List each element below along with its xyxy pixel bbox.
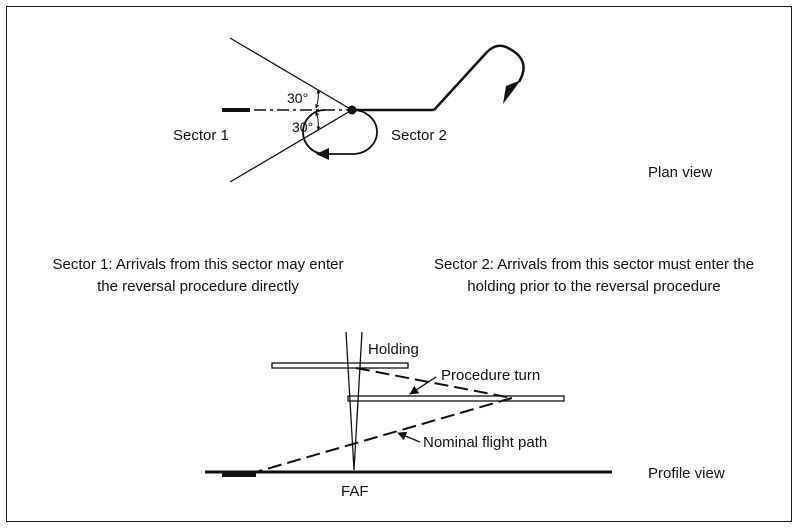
holding-turn-arrow-icon xyxy=(503,80,521,104)
procedure-turn-pointer xyxy=(409,376,437,395)
sector-boundary-upper xyxy=(229,37,353,111)
procedure-turn-label: Procedure turn xyxy=(441,367,541,384)
profile-view xyxy=(205,331,612,477)
sector-1-caption-line-1: Sector 1: Arrivals from this sector may … xyxy=(52,256,344,273)
procedure-turn-altitude-bar xyxy=(347,395,565,402)
racetrack-direction-arrow-icon xyxy=(316,148,329,160)
sector-1-label: Sector 1 xyxy=(173,127,229,144)
plan-view xyxy=(222,37,525,183)
faf-cone-right xyxy=(353,331,363,471)
holding-altitude-bar xyxy=(271,362,409,369)
sector-2-caption-line-1: Sector 2: Arrivals from this sector must… xyxy=(433,256,755,273)
sector-2-caption: Sector 2: Arrivals from this sector must… xyxy=(414,254,774,298)
nominal-flight-path-label: Nominal flight path xyxy=(423,434,548,451)
facility-point xyxy=(347,105,357,115)
sector-1-caption: Sector 1: Arrivals from this sector may … xyxy=(28,254,368,298)
angle-arc-upper xyxy=(315,89,321,109)
figure-frame xyxy=(6,6,792,522)
descent-path-upper xyxy=(355,367,513,399)
holding-leg xyxy=(433,44,525,111)
faf-cone-left xyxy=(345,331,355,471)
sector-boundary-lower xyxy=(229,109,353,183)
angle-label-upper: 30° xyxy=(287,90,309,106)
sector-1-caption-line-2: the reversal procedure directly xyxy=(97,278,299,295)
angle-label-lower: 30° xyxy=(292,119,314,135)
angle-arc-lower xyxy=(315,111,321,131)
sector-2-label: Sector 2 xyxy=(391,127,447,144)
profile-view-label: Profile view xyxy=(648,465,725,482)
faf-label: FAF xyxy=(341,483,369,500)
plan-view-label: Plan view xyxy=(648,164,713,181)
nominal-flight-path xyxy=(255,397,513,473)
sector-2-caption-line-2: holding prior to the reversal procedure xyxy=(467,278,721,295)
nominal-path-pointer xyxy=(397,431,421,443)
holding-label: Holding xyxy=(368,341,419,358)
